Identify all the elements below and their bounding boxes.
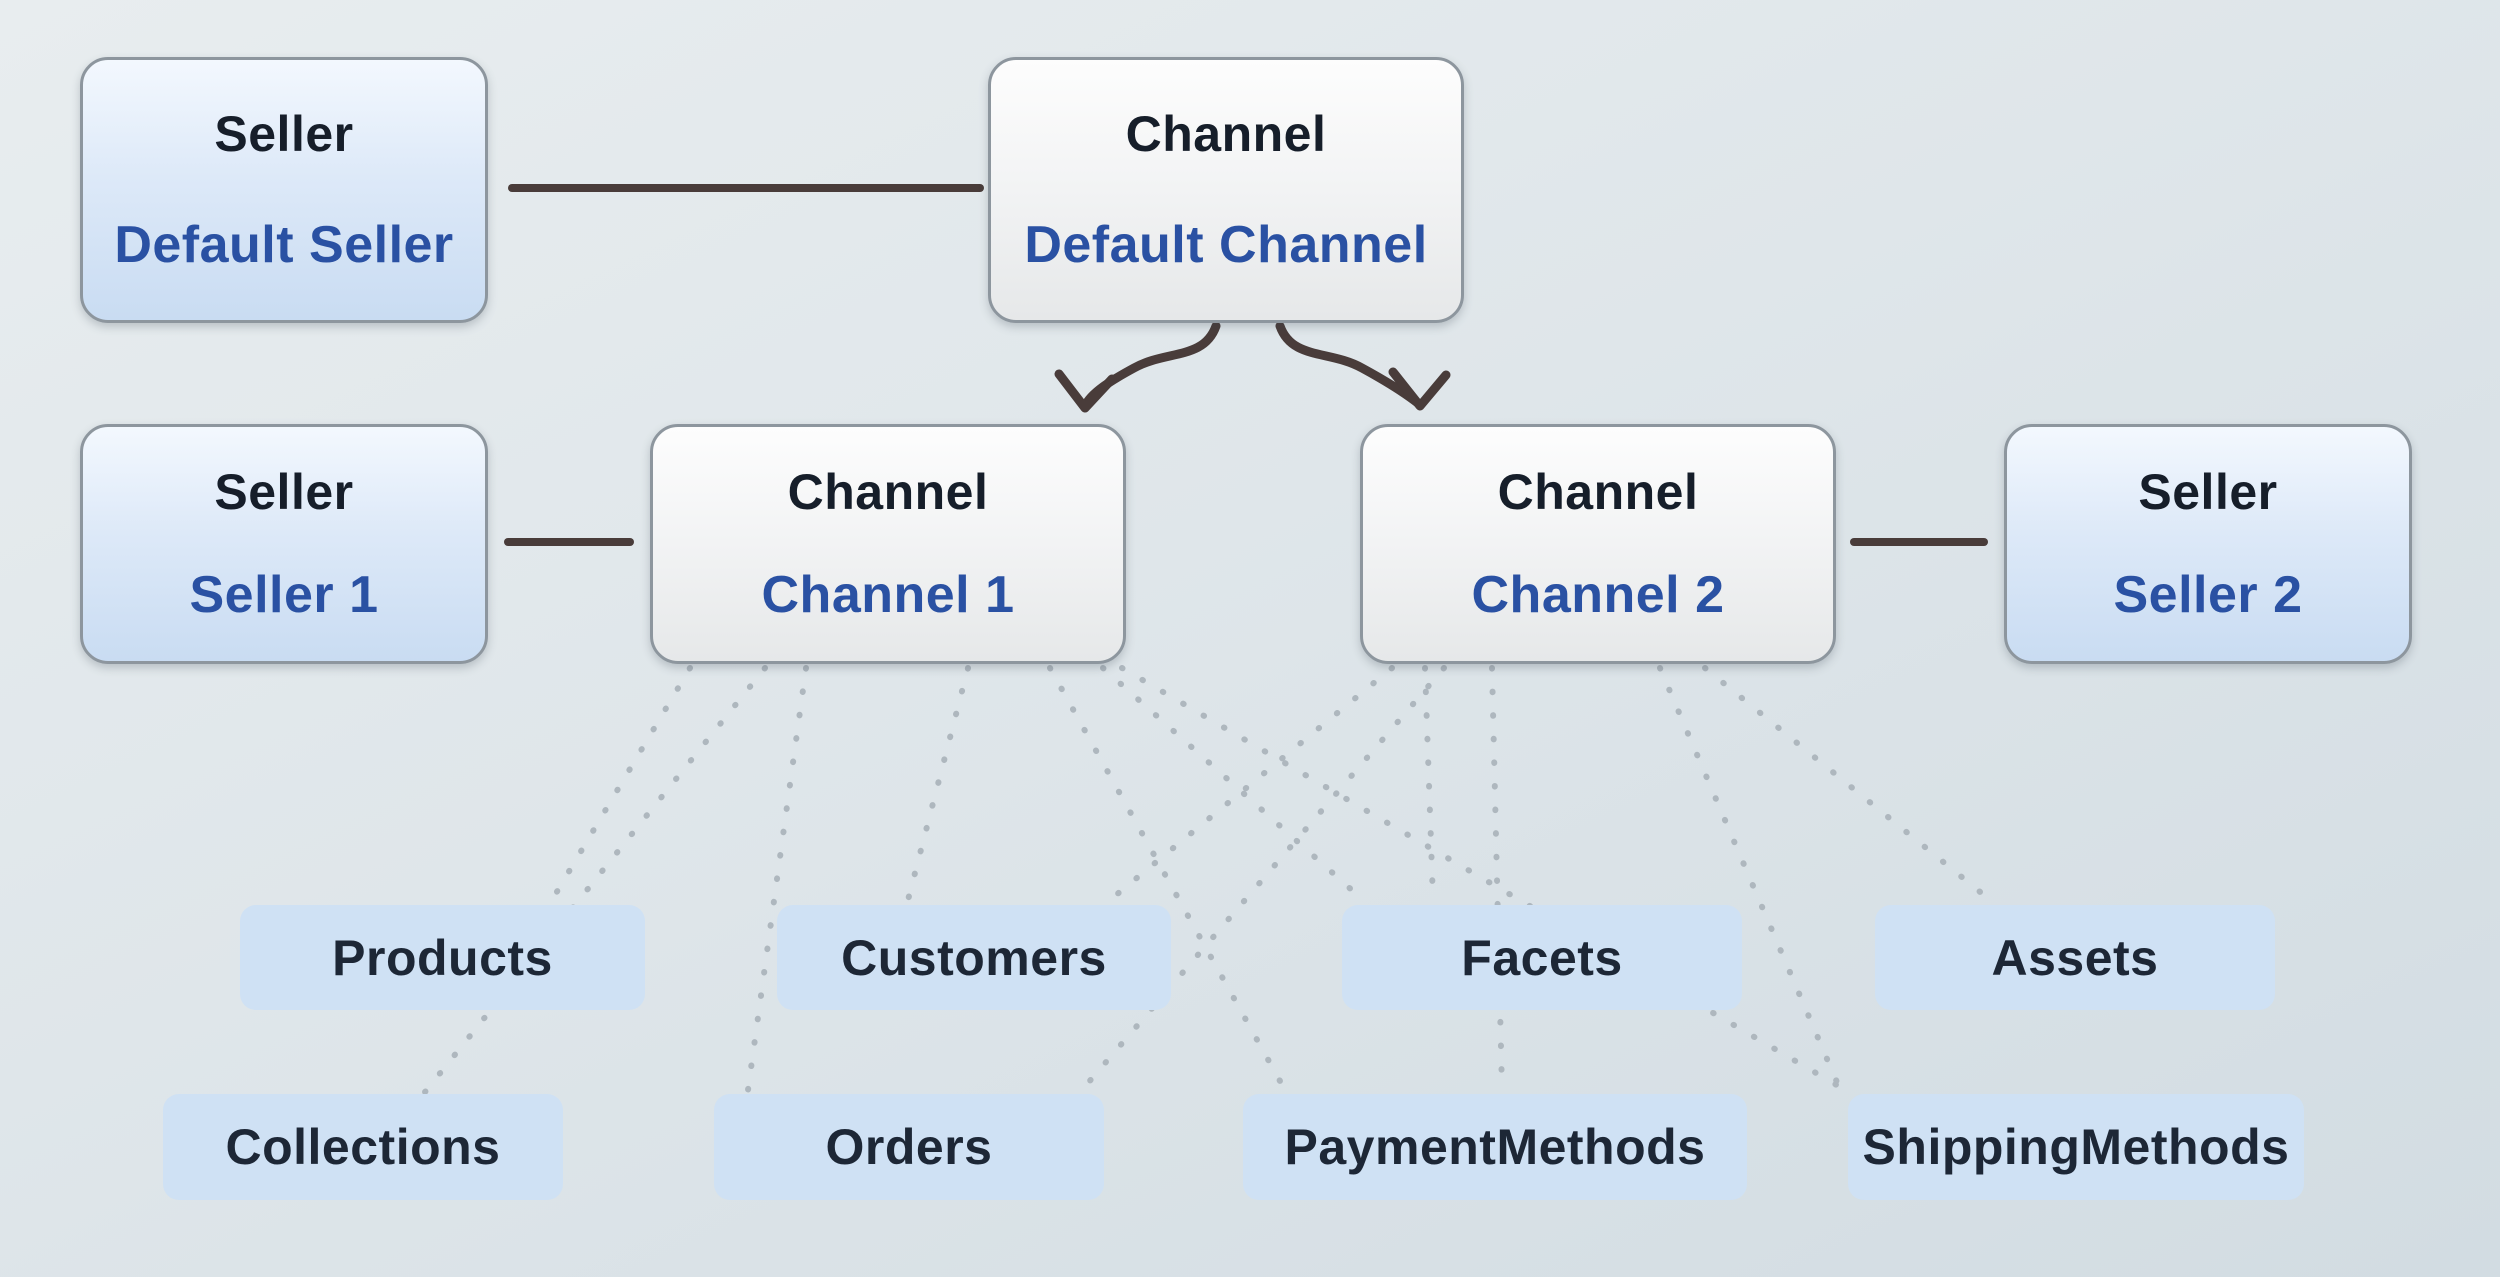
node-name-label: Default Seller (114, 216, 454, 274)
node-name-label: Channel 1 (761, 566, 1015, 624)
entity-collections: Collections (163, 1094, 563, 1200)
dotted-links-channel-2 (1079, 665, 1993, 1097)
dotted-channel2-orders (1079, 665, 1447, 1093)
entity-orders: Orders (714, 1094, 1104, 1200)
node-type-label: Channel (1497, 464, 1699, 520)
entity-shipping-methods: ShippingMethods (1848, 1094, 2304, 1200)
node-name-label: Seller 1 (189, 566, 379, 624)
dotted-channel1-facets (1100, 665, 1366, 903)
entity-facets: Facets (1342, 905, 1742, 1010)
node-name-label: Seller 2 (2113, 566, 2303, 624)
node-default-channel: Channel Default Channel (988, 57, 1464, 323)
node-channel-1: Channel Channel 1 (650, 424, 1126, 664)
node-default-seller: Seller Default Seller (80, 57, 488, 323)
dotted-channel1-orders (745, 665, 809, 1093)
node-type-label: Seller (214, 106, 354, 162)
dotted-channel1-products (549, 665, 693, 903)
node-name-label: Channel 2 (1471, 566, 1725, 624)
arrow-curve-right (1275, 321, 1424, 409)
dotted-channel1-paymentmethods (1047, 665, 1288, 1093)
entity-payment-methods: PaymentMethods (1243, 1094, 1747, 1200)
dotted-channel2-customers (1107, 665, 1395, 903)
dotted-channel1-shippingmethods (1119, 665, 1855, 1097)
dotted-channel2-paymentmethods (1489, 665, 1505, 1093)
node-type-label: Seller (2138, 464, 2278, 520)
node-name-label: Default Channel (1024, 216, 1428, 274)
dotted-links-channel-1 (422, 665, 1855, 1097)
arrow-curve-left (1080, 321, 1221, 411)
entity-assets: Assets (1875, 905, 2275, 1010)
arrowhead-left-icon (1054, 369, 1117, 413)
dotted-channel1-collections (422, 665, 768, 1095)
entity-products: Products (240, 905, 645, 1010)
node-type-label: Seller (214, 464, 354, 520)
arrow-defaultchannel-to-channel1 (1054, 321, 1221, 413)
node-seller-2: Seller Seller 2 (2004, 424, 2412, 664)
dotted-channel2-facets (1422, 665, 1436, 903)
node-channel-2: Channel Channel 2 (1360, 424, 1836, 664)
arrow-defaultchannel-to-channel2 (1275, 321, 1451, 411)
arrowhead-right-icon (1388, 367, 1451, 411)
node-type-label: Channel (787, 464, 989, 520)
dotted-channel2-shippingmethods (1657, 665, 1845, 1097)
dotted-channel2-assets (1702, 665, 1993, 903)
node-seller-1: Seller Seller 1 (80, 424, 488, 664)
node-type-label: Channel (1125, 106, 1327, 162)
dotted-channel1-customers (905, 665, 971, 903)
entity-customers: Customers (777, 905, 1171, 1010)
